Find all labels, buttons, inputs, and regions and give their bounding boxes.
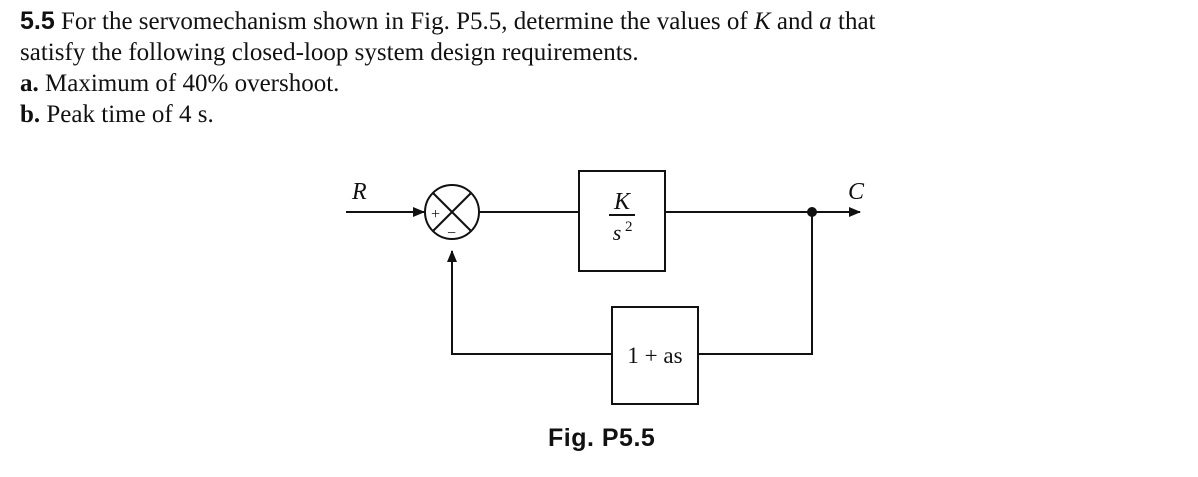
requirement-b: b. Peak time of 4 s. — [20, 99, 1195, 130]
junction-plus-sign: + — [431, 206, 440, 223]
junction-minus-sign: − — [447, 225, 456, 242]
requirement-a-label: a. — [20, 70, 39, 97]
feedback-block — [611, 306, 699, 405]
figure-caption: Fig. P5.5 — [548, 424, 656, 452]
problem-line-2: satisfy the following closed-loop system… — [20, 39, 639, 66]
problem-number: 5.5 — [20, 7, 55, 35]
input-label-R: R — [351, 179, 367, 205]
feedback-transfer-function: 1 + as — [627, 343, 682, 368]
variable-K: K — [753, 8, 771, 35]
problem-intro: For the servomechanism shown in Fig. P5.… — [61, 8, 748, 35]
forward-block — [578, 170, 666, 272]
output-label-C: C — [848, 179, 865, 205]
intro-after-a: that — [838, 8, 876, 35]
requirement-b-label: b. — [20, 101, 41, 128]
problem-line-1: 5.5 For the servomechanism shown in Fig.… — [20, 6, 1195, 37]
variable-a: a — [819, 8, 832, 35]
requirement-b-text: Peak time of 4 s. — [46, 101, 214, 128]
requirement-a-text: Maximum of 40% overshoot. — [45, 70, 340, 97]
requirement-a: a. Maximum of 40% overshoot. — [20, 68, 1195, 99]
forward-numerator: K — [613, 189, 632, 215]
summing-junction: + − — [424, 184, 480, 242]
problem-statement: 5.5 For the servomechanism shown in Fig.… — [20, 6, 1195, 130]
feedback-line-right — [698, 212, 813, 355]
forward-denominator-exponent: 2 — [625, 219, 633, 235]
forward-denominator: s — [613, 220, 622, 245]
and-word: and — [776, 8, 814, 35]
feedback-line-left — [447, 250, 612, 355]
